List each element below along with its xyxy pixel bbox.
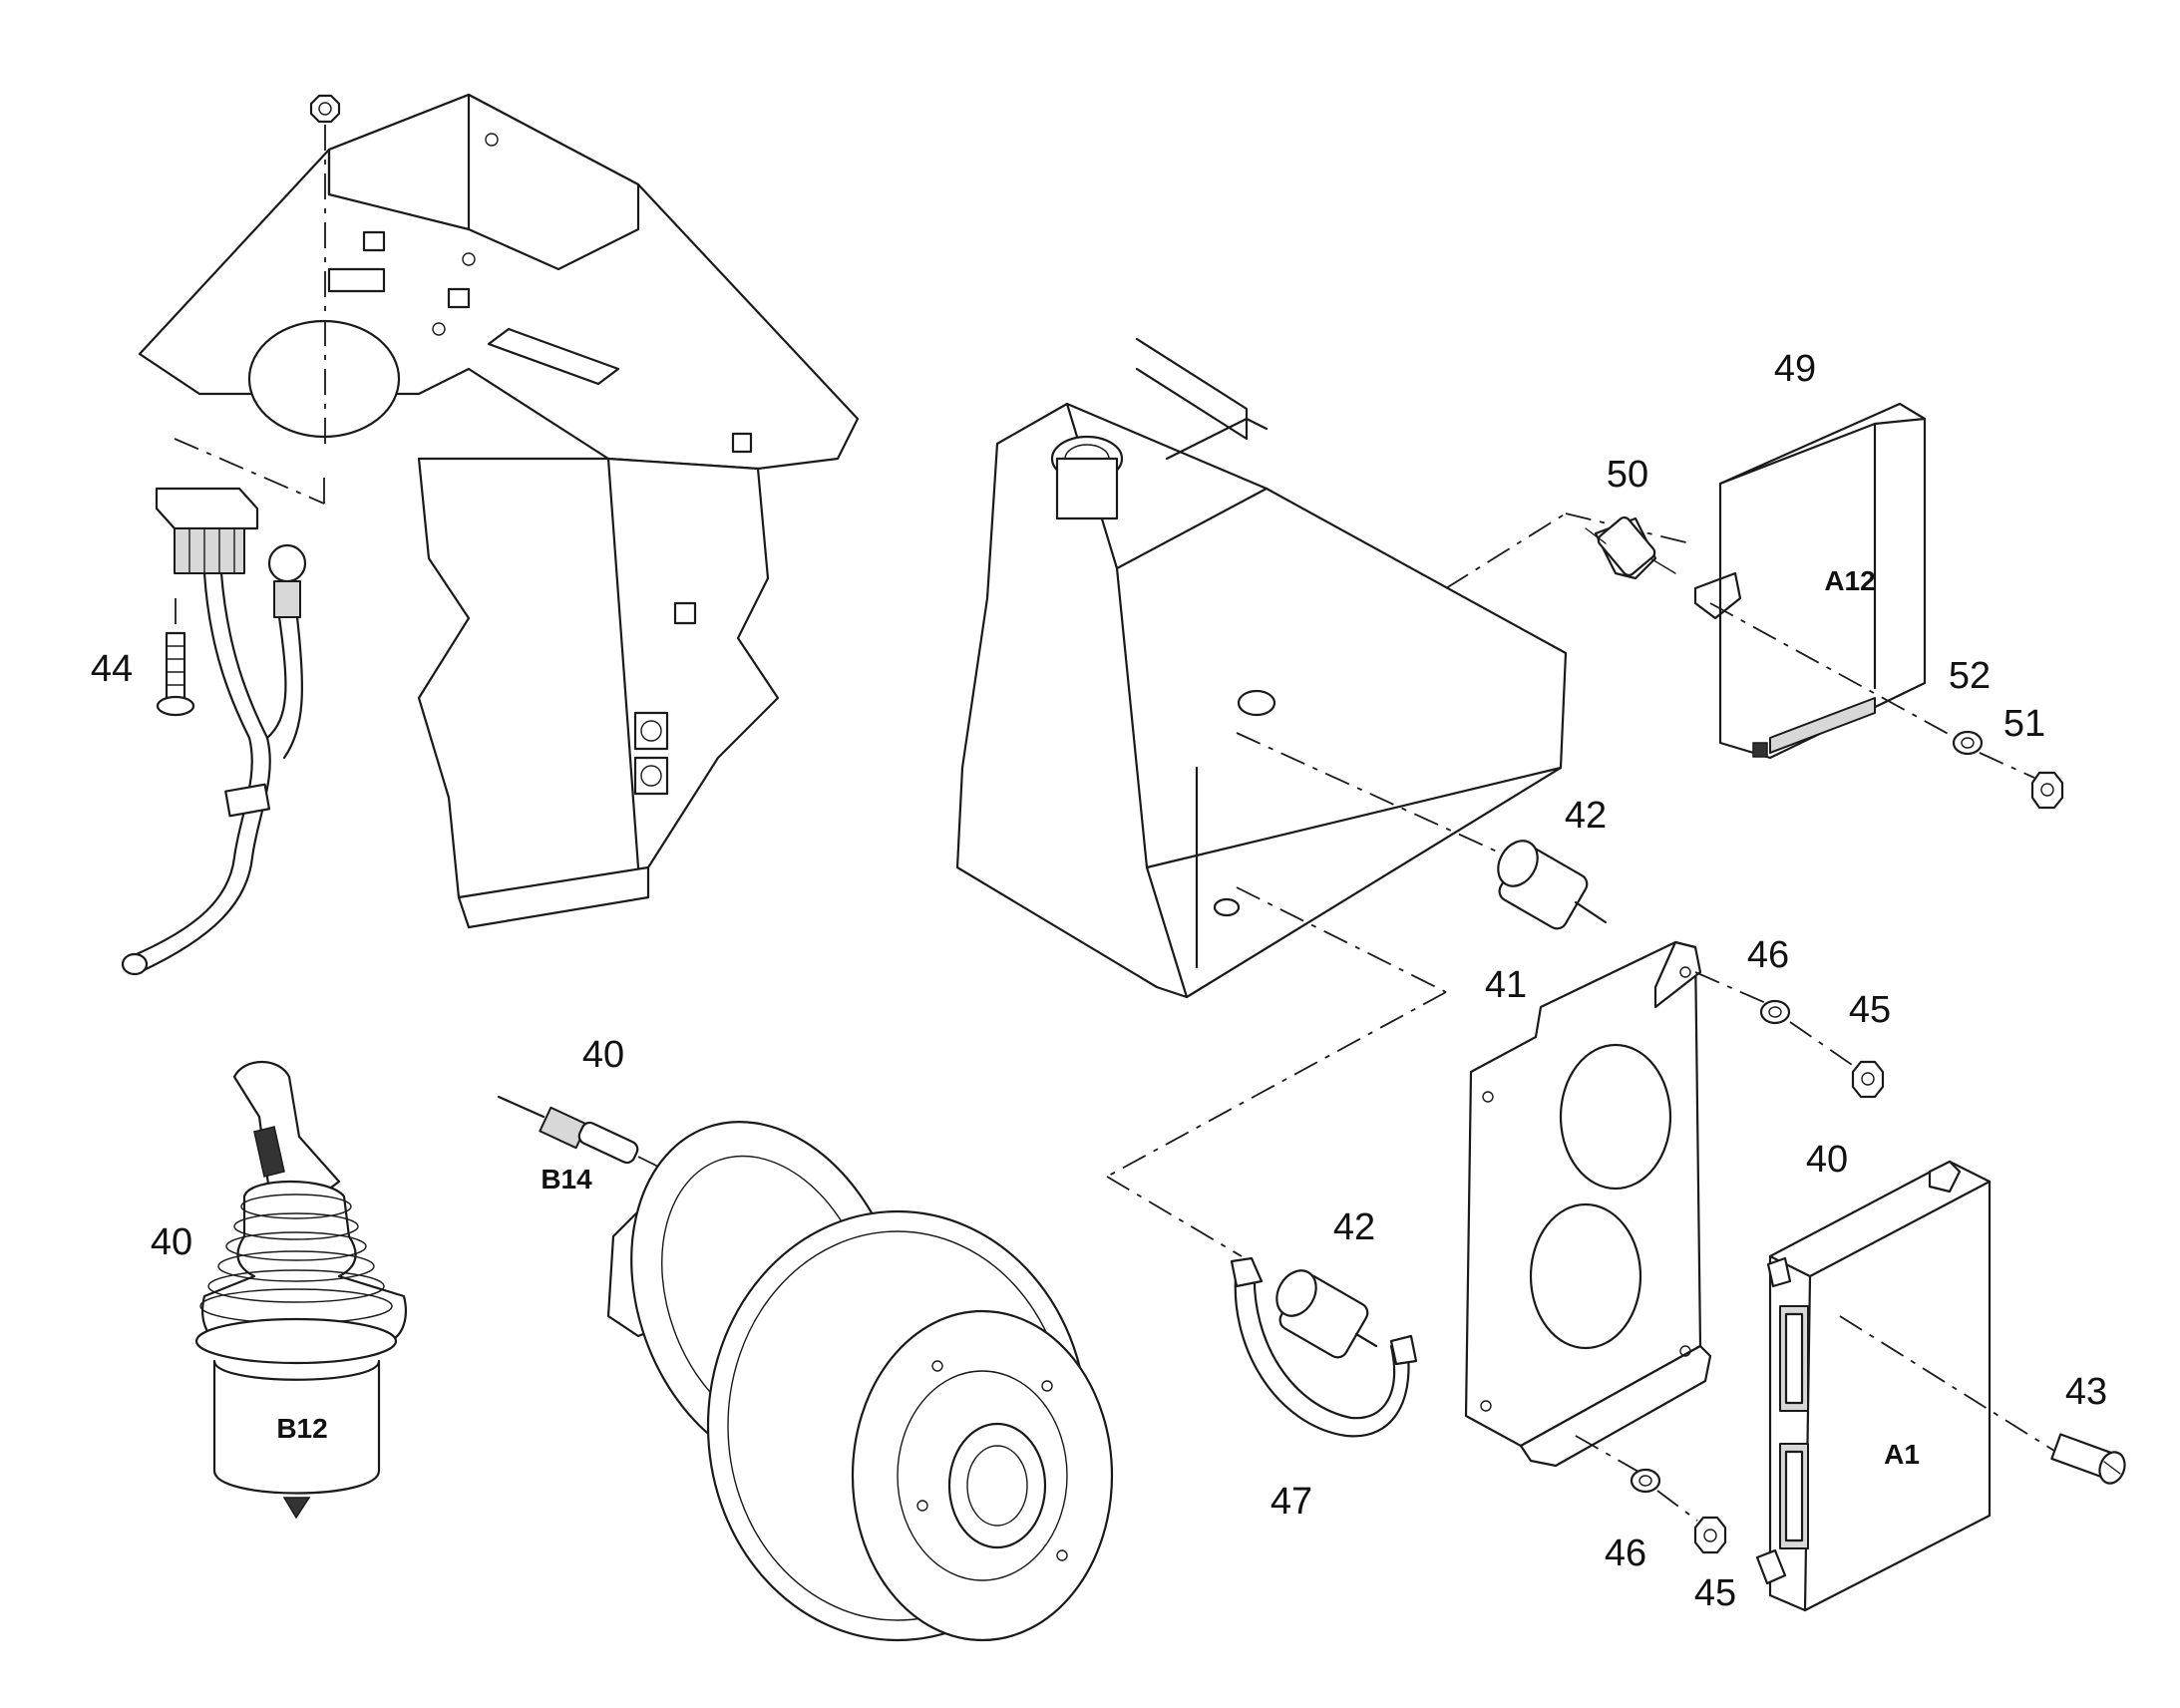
console-housing (138, 93, 860, 929)
joystick-b12: B12 (194, 1061, 407, 1520)
strap-47 (1230, 1256, 1418, 1438)
nut-51 (1979, 752, 2064, 810)
callout-50: 50 (1607, 454, 1648, 496)
callout-46-lower: 46 (1605, 1533, 1646, 1574)
rubber-mount-50 (1585, 515, 1966, 744)
callout-41: 41 (1485, 964, 1527, 1006)
washer-46-upper (1759, 999, 1791, 1025)
callout-51: 51 (2003, 703, 2045, 745)
callout-52: 52 (1949, 655, 1991, 697)
rubber-mount-42-upper (1497, 840, 1608, 930)
module-a12: A12 (1718, 402, 1927, 760)
callout-labels: 49 50 52 51 44 42 41 46 45 40 40 40 42 4… (91, 348, 2107, 1614)
nut-45-lower (1656, 1490, 1727, 1554)
sensor-b14: B14 (497, 1095, 719, 1197)
hub-motor (606, 1121, 1114, 1642)
cable-harness (121, 487, 307, 976)
code-a1: A1 (1884, 1439, 1920, 1470)
callout-40-sensor: 40 (582, 1034, 624, 1076)
callout-47: 47 (1271, 1481, 1312, 1523)
callout-49: 49 (1774, 348, 1816, 390)
washer-46-lower (1630, 1468, 1661, 1494)
tank-bracket-box (955, 337, 1691, 1257)
callout-43: 43 (2065, 1371, 2107, 1413)
callout-46-upper: 46 (1747, 934, 1789, 976)
code-b14: B14 (541, 1164, 592, 1195)
callout-40-module: 40 (1806, 1139, 1848, 1181)
module-a1: A1 (1755, 1160, 2055, 1612)
nut-45-upper (1789, 1021, 1885, 1099)
callout-42-lower: 42 (1333, 1206, 1375, 1248)
mounting-plate-41 (1464, 940, 1776, 1477)
screw-43 (2050, 1433, 2126, 1485)
callout-45-upper: 45 (1849, 989, 1891, 1031)
code-a12: A12 (1824, 565, 1875, 596)
rubber-mount-42-lower (1275, 1269, 1378, 1359)
callout-40-joystick: 40 (151, 1221, 192, 1263)
washer-52 (1952, 730, 1984, 756)
code-b12: B12 (276, 1413, 327, 1444)
callout-42-upper: 42 (1565, 795, 1607, 837)
callout-45-lower: 45 (1694, 1572, 1736, 1614)
callout-44: 44 (91, 648, 133, 690)
